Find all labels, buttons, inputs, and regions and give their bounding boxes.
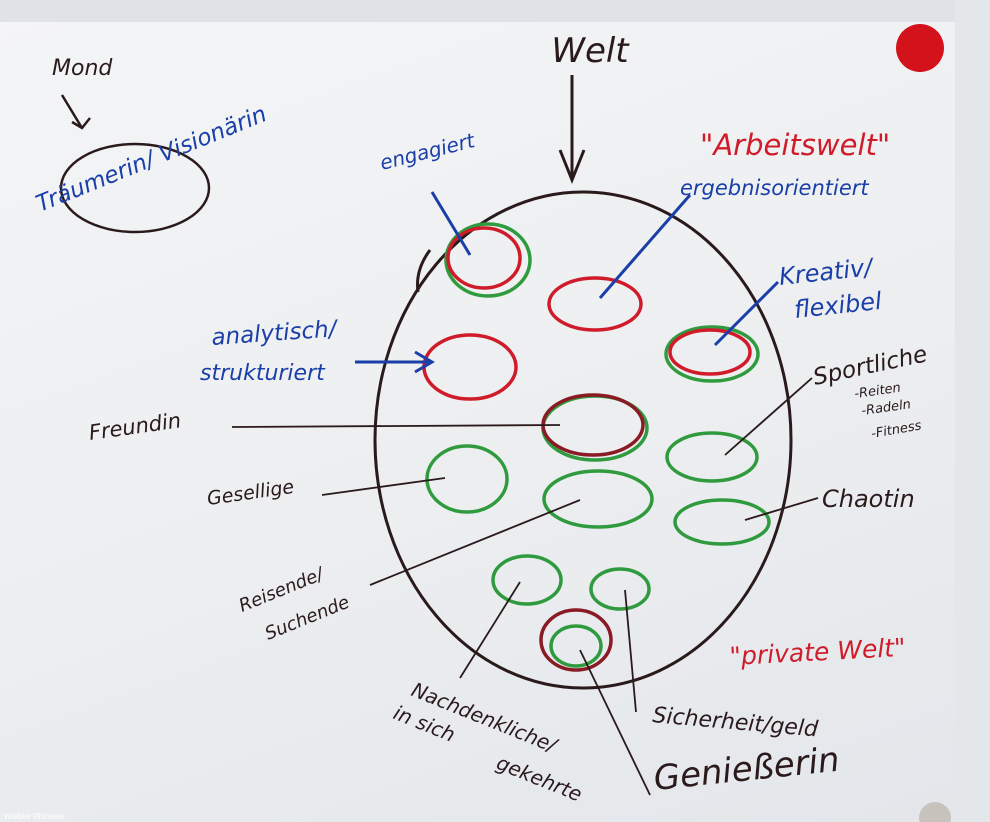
label-dreamer: Träumerin/ Visionärin [33, 101, 271, 217]
label-sicherheit: Sicherheit/geld [651, 703, 819, 742]
label-engagiert: engagiert [377, 128, 478, 175]
blob-chaotin [673, 498, 771, 546]
connectors [231, 191, 819, 796]
blob-engagiert-red [446, 226, 522, 290]
label-freundin: Freundin [87, 408, 182, 445]
blob-kreativ-red [668, 328, 752, 376]
label-flexibel: flexibel [793, 287, 884, 324]
blob-nachdenkliche [491, 554, 563, 606]
blob-gesellige [425, 444, 509, 514]
blob-engagiert-green [444, 222, 532, 298]
label-arbeitswelt: "Arbeitswelt" [700, 128, 890, 162]
blob-ergebnis [547, 276, 643, 332]
title-welt: Welt [551, 31, 630, 71]
red-pin-icon [896, 24, 944, 72]
blob-sportliche [665, 431, 759, 483]
label-gesellige: Gesellige [206, 476, 296, 510]
blob-analytisch [422, 333, 518, 401]
blob-kreativ-green [664, 325, 760, 383]
label-chaotin: Chaotin [822, 485, 915, 513]
blob-geniesserin-red [539, 608, 613, 672]
sport-item: -Reiten [853, 381, 901, 402]
blob-reisende [542, 469, 654, 529]
label-private-welt: "private Welt" [729, 633, 906, 671]
label-mond: Mond [52, 56, 113, 81]
sport-item: -Fitness [870, 418, 923, 442]
blobs [422, 222, 771, 672]
label-strukturiert: strukturiert [200, 361, 326, 386]
grey-pin-icon [919, 802, 951, 822]
blob-geniesserin-green [549, 624, 603, 668]
label-geniesserin: Genießerin [652, 740, 842, 799]
world-ellipse [373, 190, 793, 690]
dreamer-circle [59, 142, 211, 234]
label-kreativ: Kreativ/ [778, 253, 877, 291]
paper-right-edge [955, 0, 990, 822]
label-ergebnisorientiert: ergebnisorientiert [680, 176, 869, 200]
ellipse-overstroke [416, 249, 432, 293]
paper-top-edge [0, 0, 990, 22]
sport-item: -Radeln [860, 397, 911, 419]
watermark: Wiebke Rittmeier [4, 812, 65, 821]
label-analytisch: analytisch/ [211, 316, 340, 351]
label-gekehrte: gekehrte [493, 750, 585, 806]
mond-arrow [60, 94, 91, 130]
label-sportliche: Sportliche [811, 341, 930, 391]
welt-arrow [558, 75, 586, 185]
blob-sicherheit [589, 567, 651, 611]
